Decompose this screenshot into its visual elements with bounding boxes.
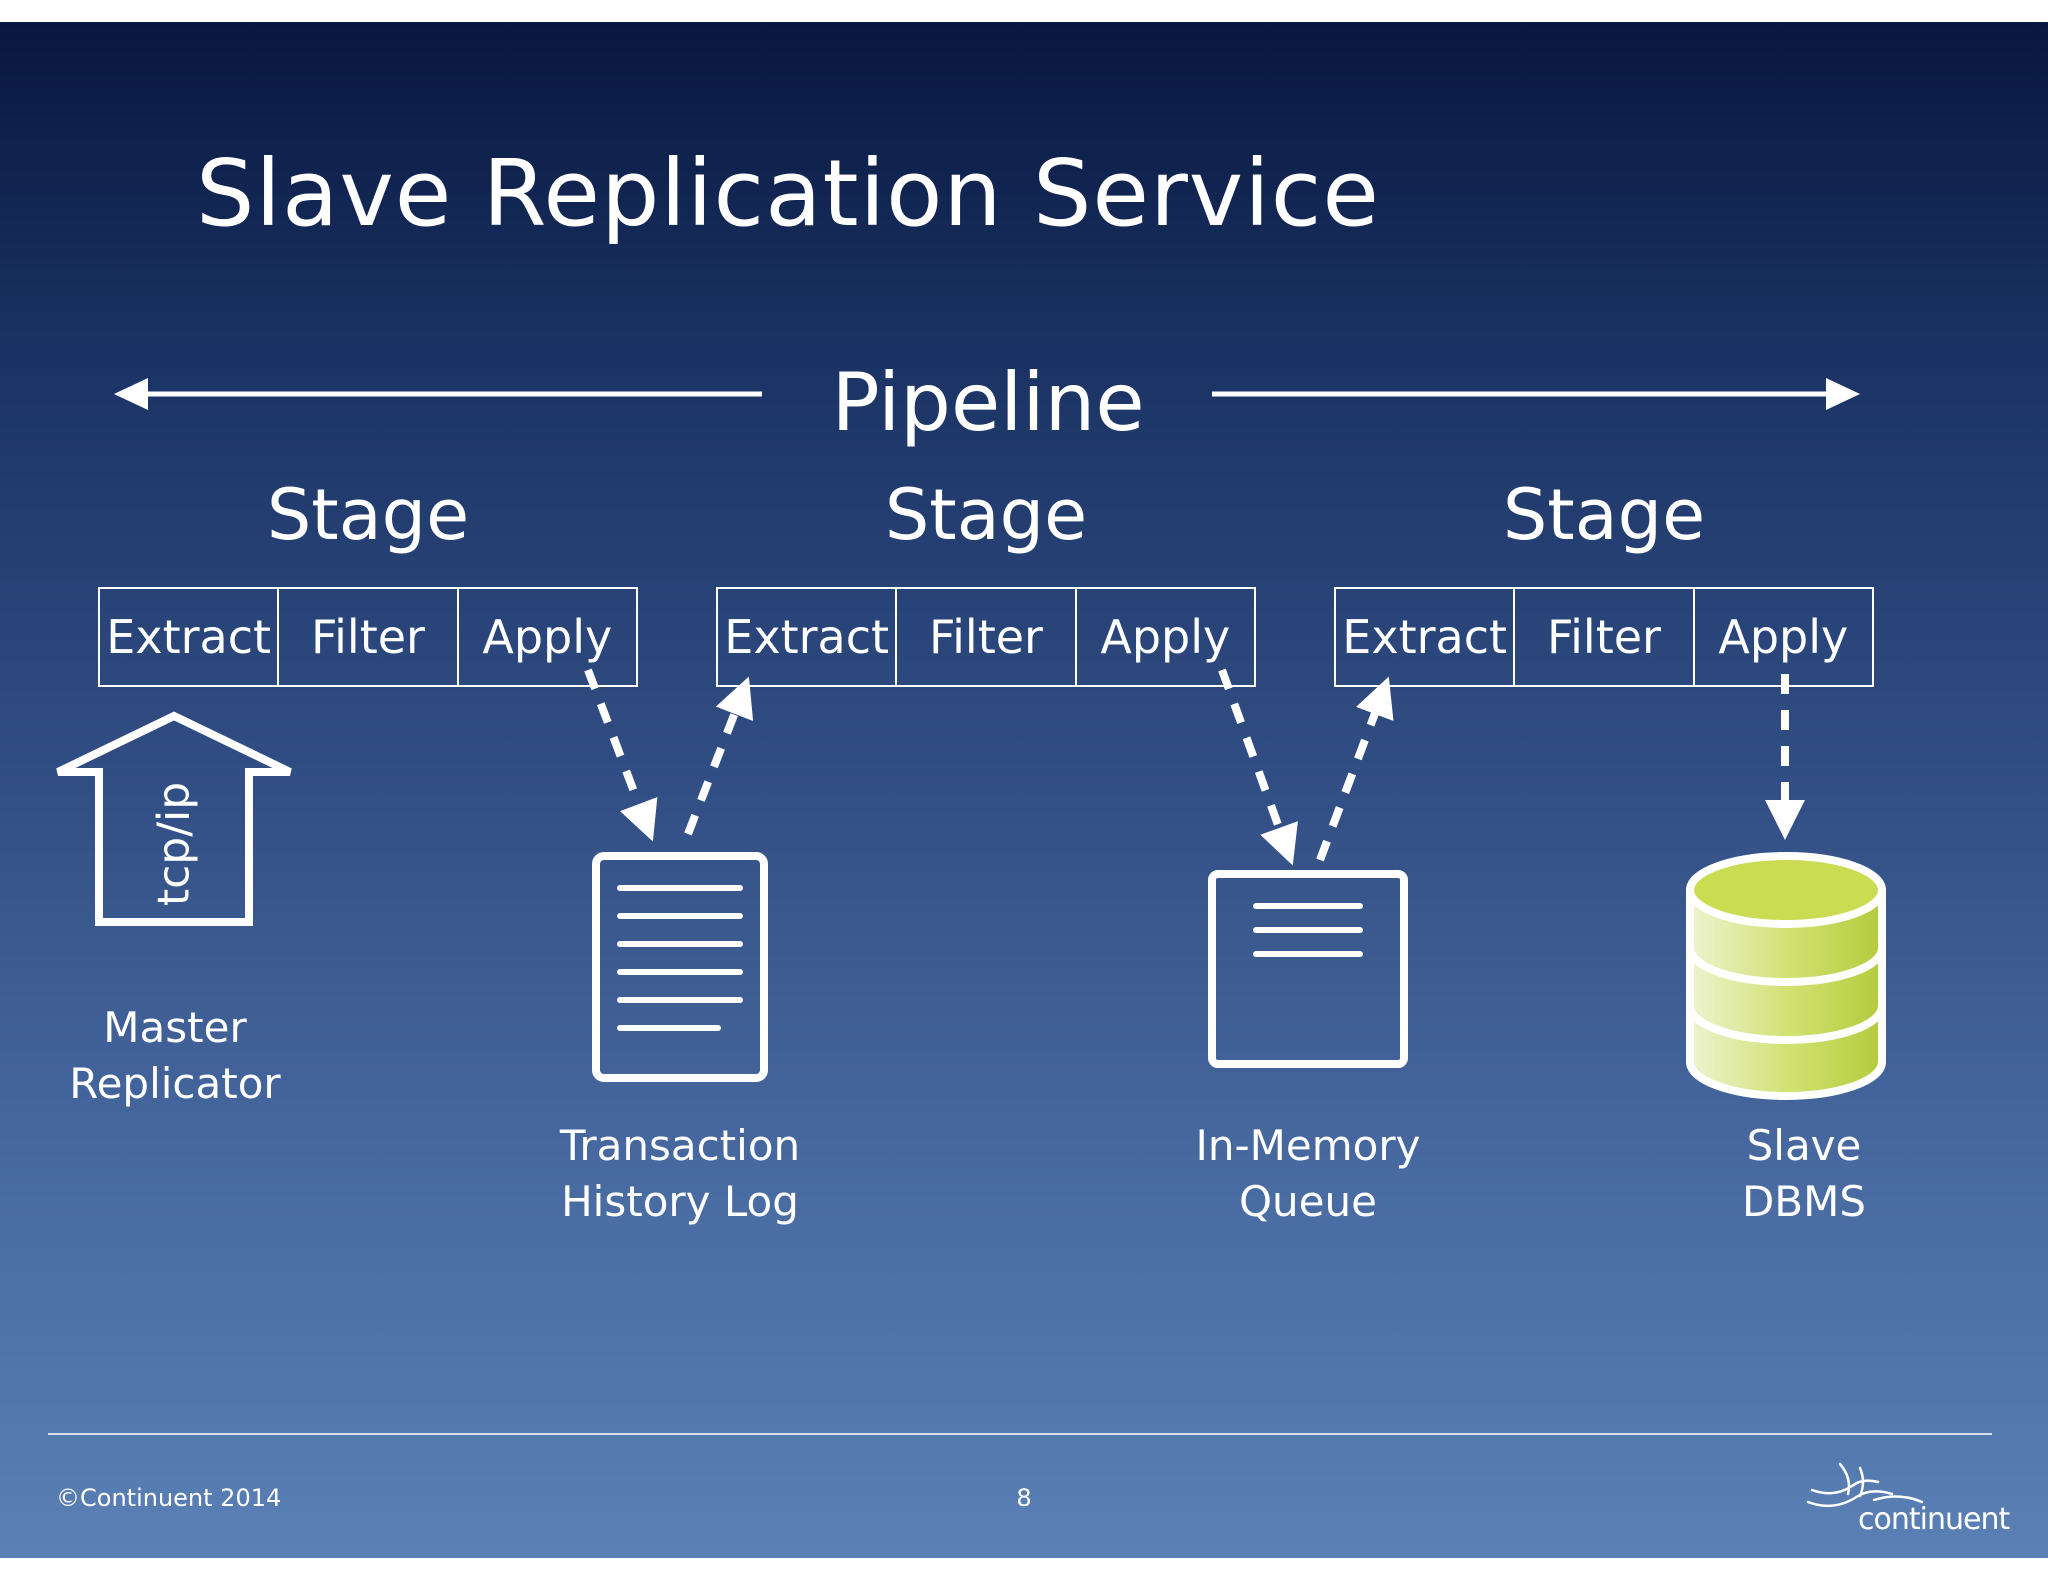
stage-box-2: Extract Filter Apply <box>716 587 1256 687</box>
copyright-text: ©Continuent 2014 <box>56 1484 282 1512</box>
queue-caption: In-Memory Queue <box>1158 1118 1458 1230</box>
tcp-ip-arrow-icon <box>56 711 292 926</box>
footer-divider <box>48 1433 1992 1435</box>
page-number: 8 <box>1016 1484 1032 1512</box>
stage-2-filter: Filter <box>897 589 1077 685</box>
master-replicator-caption: Master Replicator <box>50 1000 300 1112</box>
stage-label-1: Stage <box>266 474 470 556</box>
stage-label-2: Stage <box>884 474 1088 556</box>
thl-caption-line-2: History Log <box>561 1177 799 1226</box>
stage-1-extract: Extract <box>100 589 280 685</box>
database-icon <box>1686 852 1886 1100</box>
stage-3-filter: Filter <box>1515 589 1695 685</box>
thl-caption: Transaction History Log <box>530 1118 830 1230</box>
document-icon <box>592 852 768 1082</box>
dashed-arrow-apply-to-thl <box>584 668 658 842</box>
stage-box-1: Extract Filter Apply <box>98 587 638 687</box>
slave-caption-line-2: DBMS <box>1741 1177 1867 1226</box>
master-caption-line-1: Master <box>103 1003 247 1052</box>
stage-3-extract: Extract <box>1336 589 1516 685</box>
continuent-logo-text: continuent <box>1858 1502 2010 1537</box>
queue-caption-line-2: Queue <box>1239 1177 1377 1226</box>
dashed-arrow-apply-to-queue <box>1218 668 1298 866</box>
continuent-logo-icon <box>1806 1462 1924 1508</box>
queue-icon <box>1208 870 1408 1068</box>
stage-3-apply: Apply <box>1718 610 1849 664</box>
slide-title: Slave Replication Service <box>196 140 1380 247</box>
stage-box-3: Extract Filter Apply <box>1334 587 1874 687</box>
slave-caption-line-1: Slave <box>1746 1121 1862 1170</box>
thl-caption-line-1: Transaction <box>559 1121 801 1170</box>
slide: Slave Replication Service Pipeline Stage… <box>0 22 2048 1558</box>
stage-1-filter: Filter <box>279 589 459 685</box>
queue-caption-line-1: In-Memory <box>1195 1121 1421 1170</box>
master-caption-line-2: Replicator <box>69 1059 281 1108</box>
dashed-arrow-queue-to-extract <box>1316 676 1394 862</box>
pipeline-arrow-right <box>1212 378 1860 410</box>
stage-1-apply: Apply <box>482 610 613 664</box>
dashed-arrow-thl-to-extract <box>684 676 754 836</box>
tcp-ip-label: tcp/ip <box>148 781 200 907</box>
stage-2-apply: Apply <box>1100 610 1231 664</box>
stage-2-extract: Extract <box>718 589 898 685</box>
pipeline-arrow-left <box>114 378 762 410</box>
stage-label-3: Stage <box>1502 474 1706 556</box>
diagram-graphics <box>56 378 1924 1508</box>
slave-dbms-caption: Slave DBMS <box>1654 1118 1954 1230</box>
pipeline-label: Pipeline <box>831 356 1145 449</box>
